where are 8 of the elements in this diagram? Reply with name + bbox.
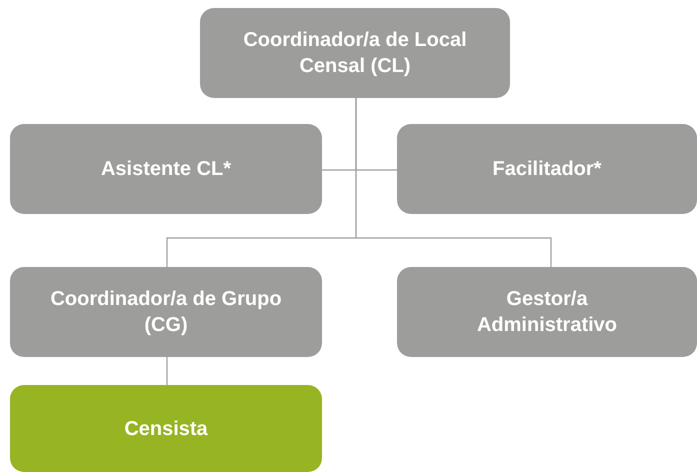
- role-box: Coordinador/a de Local Censal (CL): [200, 8, 510, 98]
- role-box: Coordinador/a de Grupo (CG): [10, 267, 322, 357]
- role-box: Censista: [10, 385, 322, 472]
- connector-line: [166, 357, 168, 385]
- role-box: Facilitador*: [397, 124, 697, 214]
- connector-line: [355, 98, 552, 267]
- role-box: Gestor/a Administrativo: [397, 267, 697, 357]
- role-box: Asistente CL*: [10, 124, 322, 214]
